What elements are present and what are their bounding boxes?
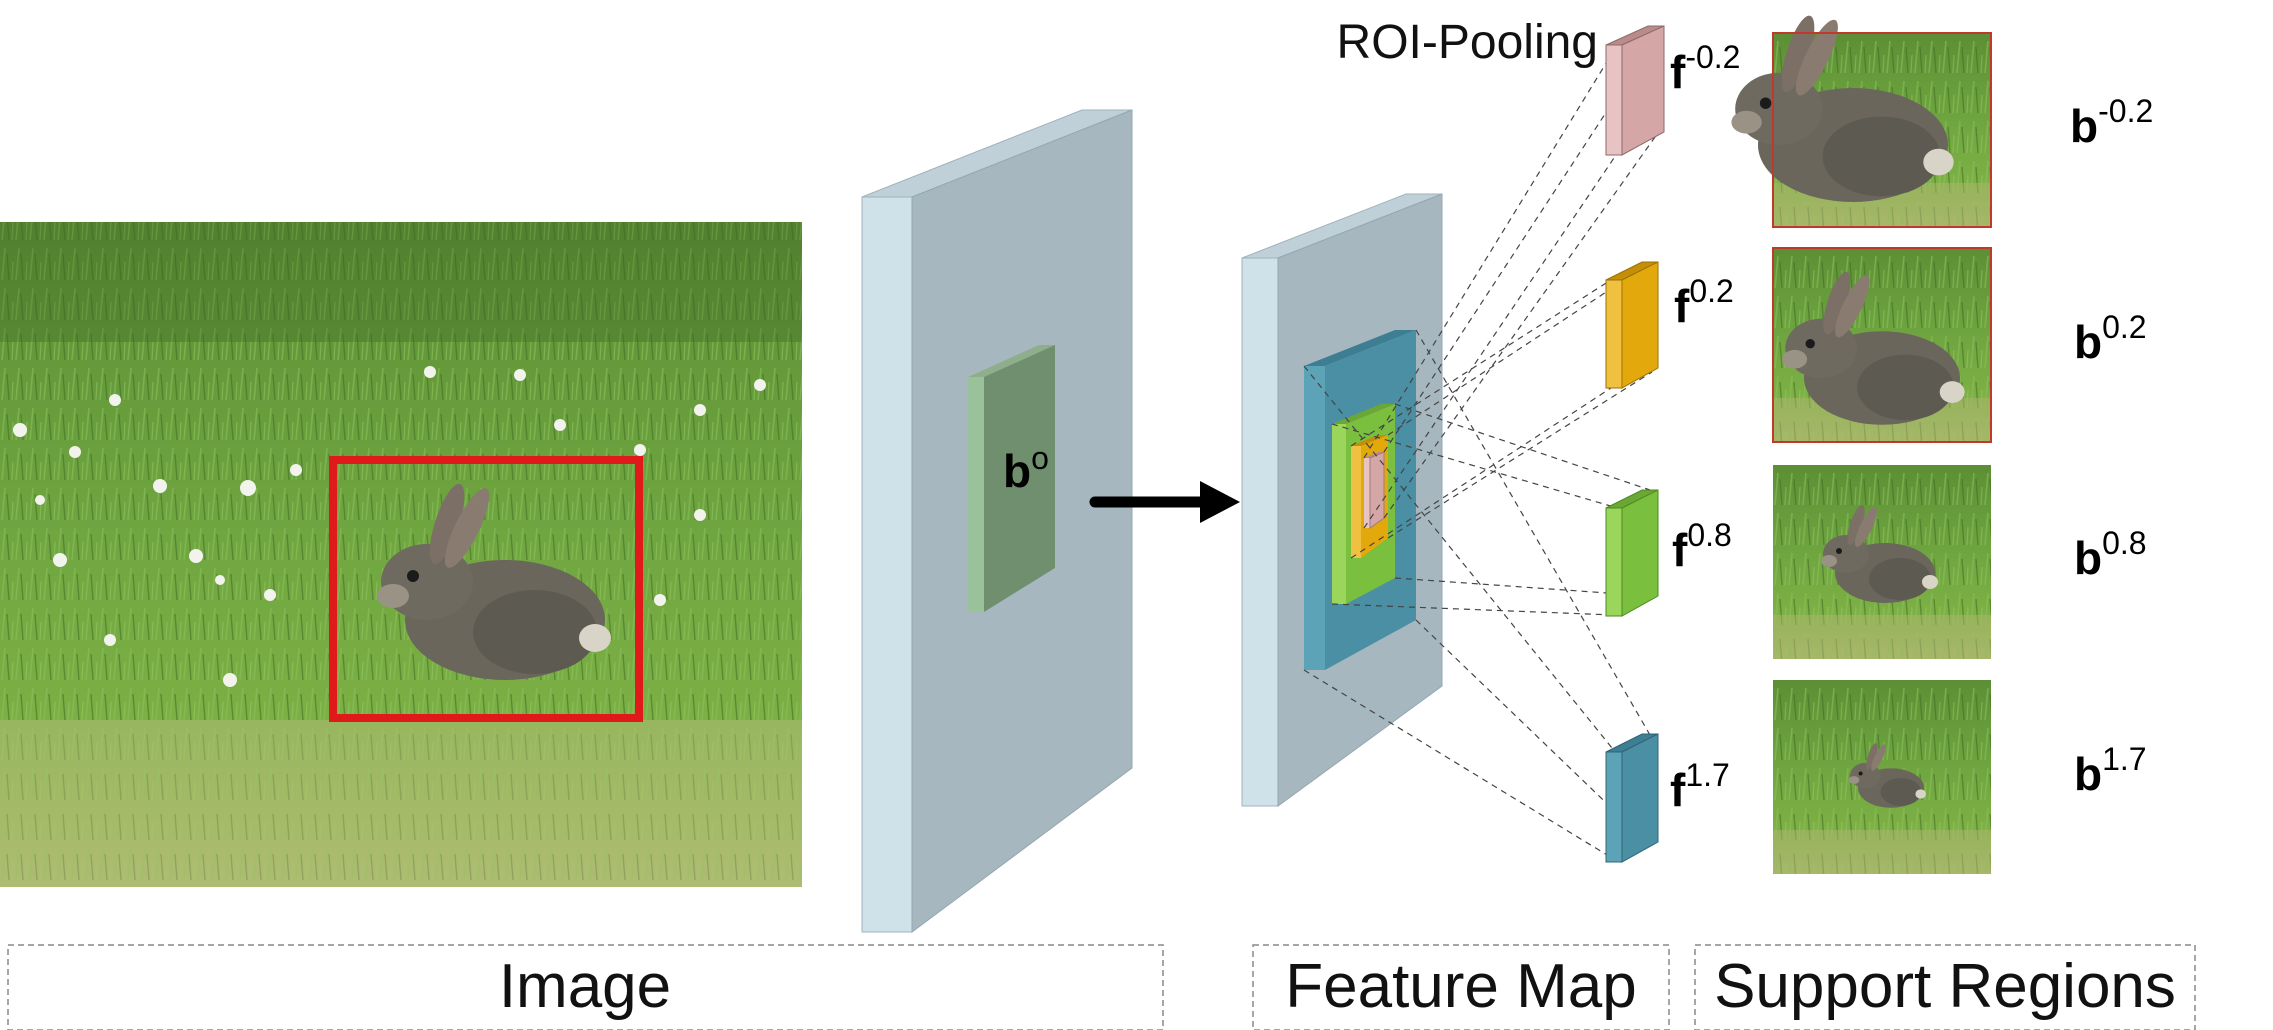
section-image: Image [7, 944, 1164, 1030]
section-support-regions: Support Regions [1694, 944, 2196, 1030]
roi-pooling-label: ROI-Pooling [1337, 16, 1598, 69]
support-region-thumb-neg-0-2 [1731, 12, 1992, 228]
arrow [1089, 481, 1240, 523]
section-feature-map: Feature Map [1252, 944, 1670, 1030]
feature-label-1-7: f1.7 [1670, 757, 1730, 816]
section-label-feature-map: Feature Map [1285, 952, 1637, 1021]
cnn-layer-1: bo [861, 109, 1133, 933]
pooled-feature-neg-0-2 [1605, 25, 1665, 156]
pooled-feature-1-7 [1605, 733, 1659, 863]
projection-lines [1303, 29, 1661, 859]
region-label-1-7: b1.7 [2074, 741, 2147, 800]
pooled-feature-0-8 [1605, 489, 1659, 617]
box-region [968, 345, 1055, 612]
support-region-thumb-0-2 [1772, 247, 1992, 443]
support-region-thumb-0-8 [1773, 465, 1991, 659]
feature-label-neg-0-2: f-0.2 [1670, 39, 1740, 98]
pooled-feature-0-2 [1605, 261, 1659, 389]
clover-flowers [13, 366, 766, 687]
feature-map [1241, 193, 1443, 807]
section-label-support-regions: Support Regions [1714, 952, 2176, 1021]
feature-label-0-8: f0.8 [1672, 517, 1732, 576]
bounding-box [329, 456, 643, 722]
region-label-neg-0-2: b-0.2 [2070, 93, 2153, 152]
region-label-0-2: b0.2 [2074, 309, 2147, 368]
pooling-region-neg-0-2 [1364, 451, 1385, 529]
input-image [0, 222, 802, 887]
box-label: bo [1003, 440, 1049, 497]
support-region-thumb-1-7 [1773, 680, 1991, 874]
feature-label-0-2: f0.2 [1674, 273, 1734, 332]
section-label-image: Image [499, 952, 671, 1021]
region-label-0-8: b0.8 [2074, 525, 2147, 584]
